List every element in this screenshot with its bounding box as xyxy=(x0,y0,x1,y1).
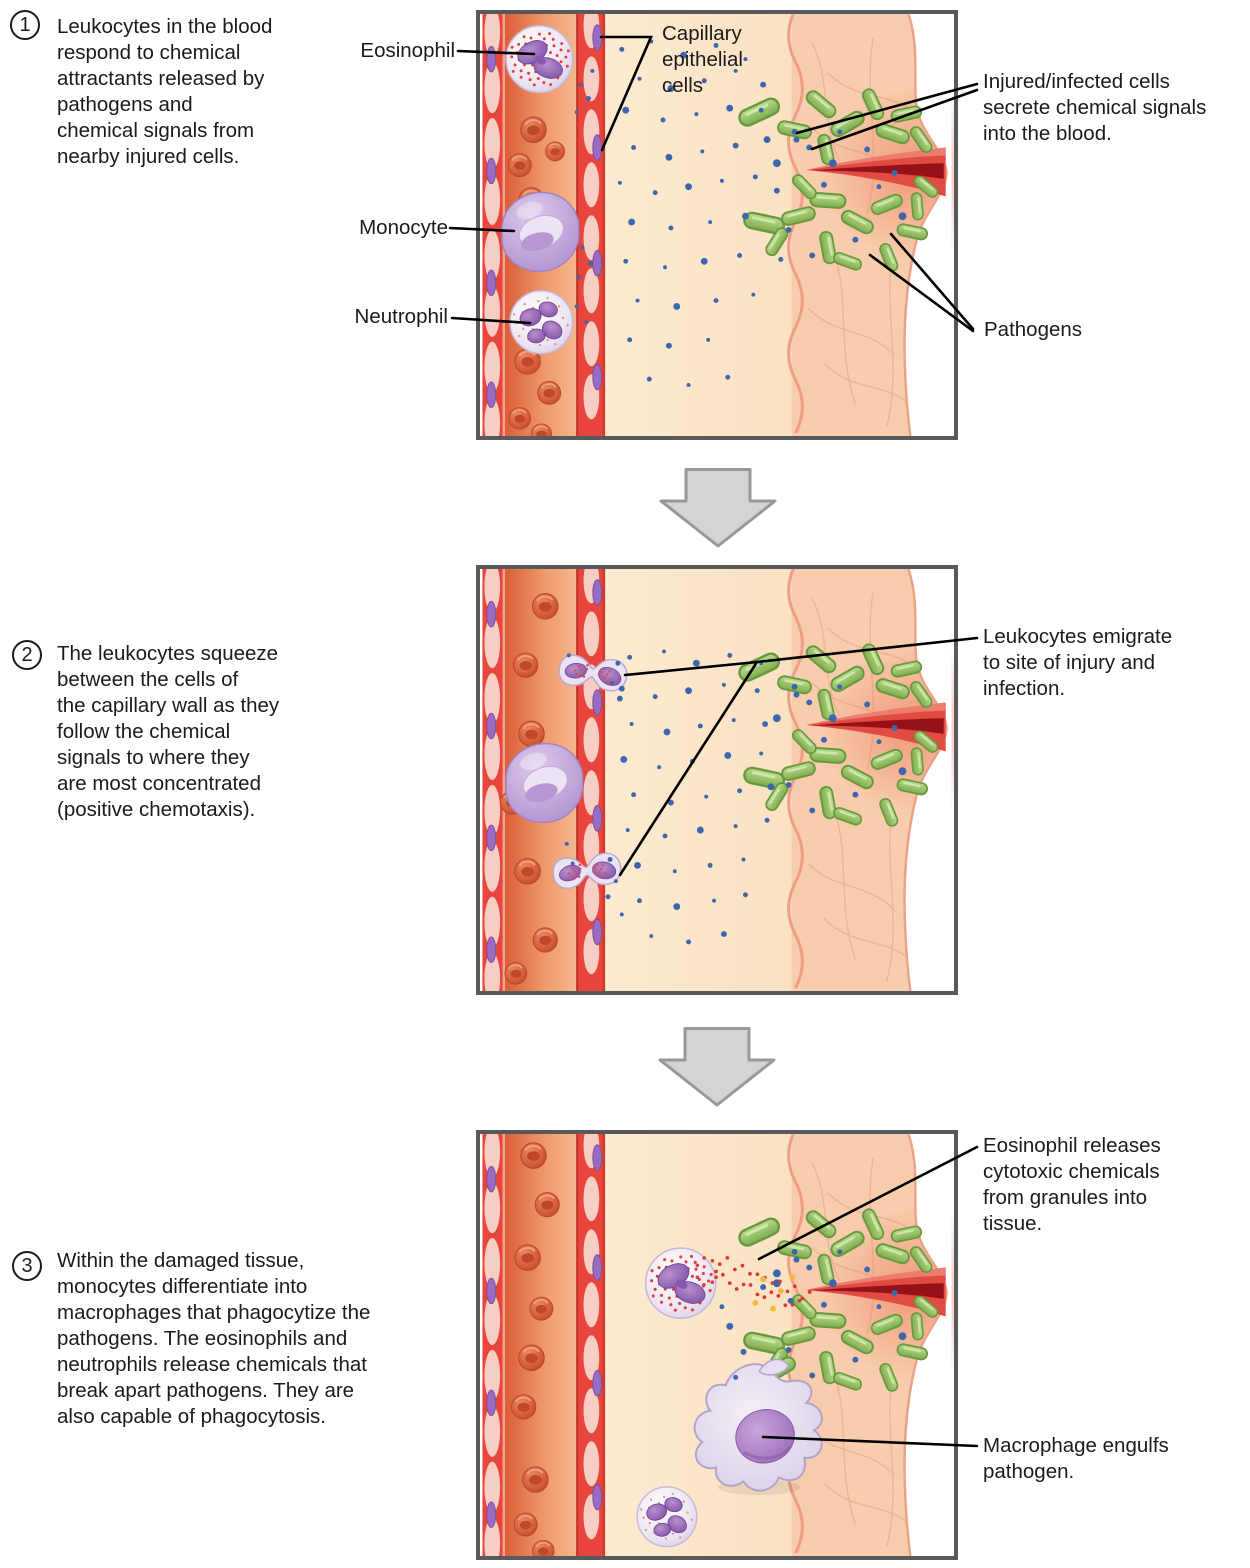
step-3-digit: 3 xyxy=(21,1254,33,1277)
panel-step1-illustration xyxy=(476,10,958,440)
label-monocyte: Monocyte xyxy=(359,216,448,239)
step-2-text: The leukocytes squeeze between the cells… xyxy=(57,642,280,821)
label-eosinophil: Eosinophil xyxy=(360,39,455,62)
down-arrow-icon xyxy=(658,1027,776,1112)
label-leukocytes-emigrate: Leukocytes emigrate to site of injury an… xyxy=(983,625,1173,700)
macrophage-cell xyxy=(693,1353,823,1496)
panel-step2-illustration xyxy=(476,565,958,995)
label-pathogens: Pathogens xyxy=(984,318,1083,341)
step-1-text: Leukocytes in the blood respond to chemi… xyxy=(57,15,273,168)
cytotoxic-granule-spray xyxy=(695,1255,812,1312)
label-neutrophil: Neutrophil xyxy=(354,305,448,328)
chemical-signal-dots xyxy=(719,1304,747,1380)
panel-step3-illustration xyxy=(476,1130,958,1560)
label-injured-infected-cells: Injured/infected cells secrete chemical … xyxy=(983,70,1207,145)
step-3-number: 3 xyxy=(12,1251,42,1281)
step-1-number: 1 xyxy=(10,10,40,40)
label-capillary-epithelial-cells: Capillary epithelial cells xyxy=(662,22,743,97)
label-macrophage-engulfs: Macrophage engulfs pathogen. xyxy=(983,1434,1169,1483)
step-1-digit: 1 xyxy=(19,13,31,36)
step-2-number: 2 xyxy=(12,640,42,670)
step-3-text: Within the damaged tissue, monocytes dif… xyxy=(57,1249,371,1428)
label-eosinophil-releases: Eosinophil releases cytotoxic chemicals … xyxy=(983,1134,1161,1235)
step-2-digit: 2 xyxy=(21,643,33,666)
down-arrow-icon xyxy=(659,468,777,553)
